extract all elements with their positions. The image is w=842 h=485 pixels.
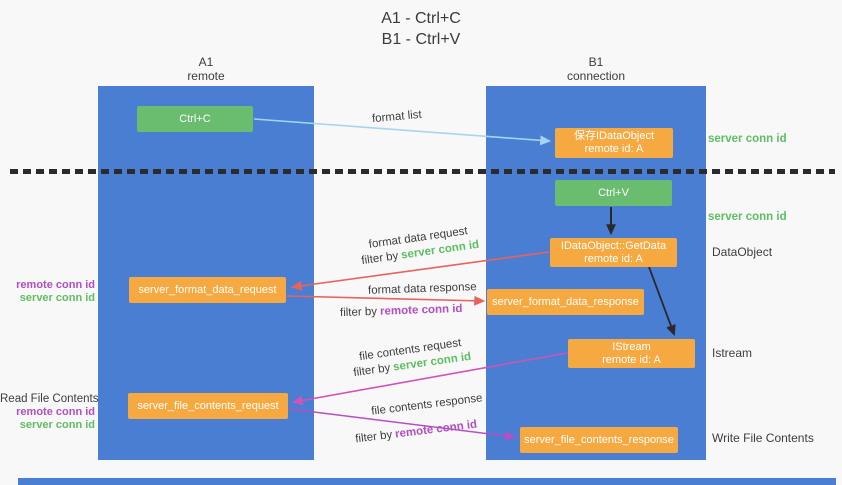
save-dataobject-line1: 保存IDataObject — [573, 130, 655, 142]
server-conn-id-annotation: server conn id — [19, 292, 95, 304]
format-data-response-label: format data response — [367, 281, 477, 297]
left-conn-id-block-top: remote conn id server conn id — [0, 279, 95, 305]
istream-node: IStream remote id: A — [568, 339, 695, 368]
lane-header-b1: B1 connection — [486, 55, 706, 83]
istream-annotation: Istream — [712, 346, 753, 360]
filter-by-text: filter by — [360, 250, 400, 268]
remote-conn-id-annotation: remote conn id — [16, 279, 95, 291]
diagram-title: A1 - Ctrl+C B1 - Ctrl+V — [0, 8, 842, 50]
save-dataobject-node: 保存IDataObject remote id: A — [555, 128, 673, 158]
lane-header-a1: A1 remote — [98, 55, 314, 83]
filter-key-remote-conn-id: remote conn id — [394, 418, 478, 441]
read-file-contents-annotation: Read File Contents — [0, 393, 99, 405]
filter-by-text: filter by — [354, 428, 393, 446]
remote-conn-id-annotation: remote conn id — [16, 406, 95, 418]
dataobject-annotation: DataObject — [712, 245, 773, 259]
server-format-data-response-node: server_format_data_response — [487, 289, 644, 315]
filter-by-text: filter by — [339, 305, 378, 320]
filter-by-text: filter by — [352, 362, 392, 380]
server-format-data-request-node: server_format_data_request — [129, 277, 286, 303]
lane-b1-name: B1 — [588, 55, 604, 69]
format-data-request-label: format data request filter byserver conn… — [358, 223, 480, 269]
bottom-lane-edge — [18, 478, 836, 485]
write-file-contents-annotation: Write File Contents — [712, 431, 814, 445]
server-conn-id-annotation: server conn id — [19, 419, 95, 431]
server-file-contents-request-label: server_file_contents_request — [137, 399, 279, 412]
left-conn-id-block-bottom: Read File Contents remote conn id server… — [0, 392, 99, 432]
filter-key-remote-conn-id: remote conn id — [379, 302, 463, 318]
save-dataobject-line2: remote id: A — [584, 143, 644, 155]
dotted-divider-line — [10, 169, 835, 174]
istream-line1: IStream — [612, 340, 651, 353]
server-format-data-response-label: server_format_data_response — [492, 295, 639, 308]
ctrl-c-node: Ctrl+C — [137, 106, 253, 132]
getdata-line1: IDataObject::GetData — [560, 239, 667, 252]
server-file-contents-response-label: server_file_contents_response — [524, 433, 674, 446]
server-file-contents-response-node: server_file_contents_response — [520, 427, 678, 453]
server-conn-id-annotation-top: server conn id — [708, 133, 787, 145]
title-line-2: B1 - Ctrl+V — [381, 31, 461, 48]
lane-b1-subtitle: connection — [566, 69, 626, 83]
ctrl-v-node: Ctrl+V — [555, 180, 672, 206]
getdata-node: IDataObject::GetData remote id: A — [550, 238, 677, 267]
title-line-1: A1 - Ctrl+C — [381, 10, 461, 27]
ctrl-v-label: Ctrl+V — [598, 186, 629, 199]
server-format-data-request-label: server_format_data_request — [138, 283, 277, 296]
file-contents-response-label: file contents response — [370, 392, 484, 418]
istream-line2: remote id: A — [602, 353, 661, 366]
getdata-line2: remote id: A — [584, 252, 643, 265]
lane-a1-subtitle: remote — [187, 69, 225, 83]
lane-a1-name: A1 — [198, 55, 214, 69]
format-list-label: format list — [371, 108, 423, 126]
file-contents-request-label: file contents request filter byserver co… — [350, 335, 472, 381]
server-conn-id-annotation-mid: server conn id — [708, 211, 787, 223]
ctrl-c-label: Ctrl+C — [179, 112, 211, 125]
server-file-contents-request-node: server_file_contents_request — [128, 393, 288, 419]
